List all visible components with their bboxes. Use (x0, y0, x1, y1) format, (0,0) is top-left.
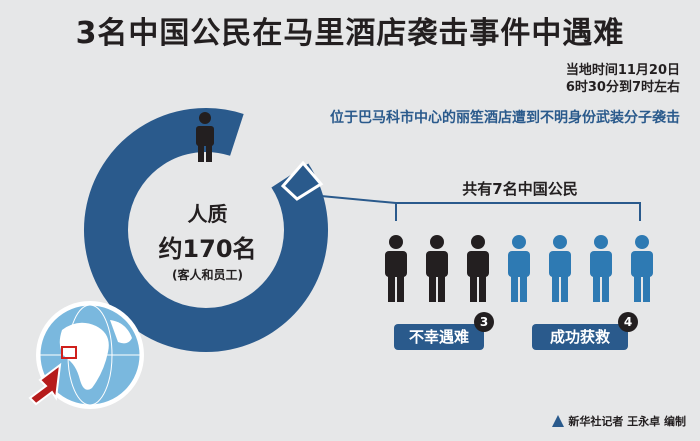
chinese-citizen-slice (280, 160, 324, 201)
hostage-ring (83, 107, 328, 352)
rescued-count-badge: 4 (618, 312, 638, 332)
subtitle: 位于巴马科市中心的丽笙酒店遭到不明身份武装分子袭击 (330, 110, 680, 126)
person-killed-icon (464, 234, 492, 308)
hostage-count: 约170名 (158, 235, 257, 263)
hostage-title: 人质 (187, 202, 228, 226)
credit: 新华社记者 王永卓 编制 (552, 413, 686, 429)
globe-icon (36, 301, 144, 409)
time-line-2: 6时30分到7时左右 (565, 80, 680, 95)
hostage-label: 人质 约170名 (客人和员工) (140, 198, 275, 283)
person-killed-icon (423, 234, 451, 308)
time-info: 当地时间11月20日 6时30分到7时左右 (566, 62, 680, 96)
time-line-1: 当地时间11月20日 (565, 63, 680, 78)
person-rescued-icon (546, 234, 574, 308)
rescued-label: 成功获救 (532, 324, 628, 350)
hostage-note: (客人和员工) (172, 268, 243, 282)
arrow-icon (28, 362, 62, 406)
total-chinese-label: 共有7名中国公民 (462, 180, 578, 198)
group-bracket (320, 195, 641, 221)
person-rescued-icon (505, 234, 533, 308)
person-icon (196, 112, 214, 162)
killed-label: 不幸遇难 (394, 324, 484, 350)
person-rescued-icon (587, 234, 615, 308)
xinhua-logo-icon (552, 415, 565, 427)
person-killed-icon (382, 234, 410, 308)
killed-count-badge: 3 (474, 312, 494, 332)
person-rescued-icon (628, 234, 656, 308)
credit-text: 新华社记者 王永卓 编制 (568, 415, 686, 428)
page-title: 3名中国公民在马里酒店袭击事件中遇难 (75, 16, 625, 51)
